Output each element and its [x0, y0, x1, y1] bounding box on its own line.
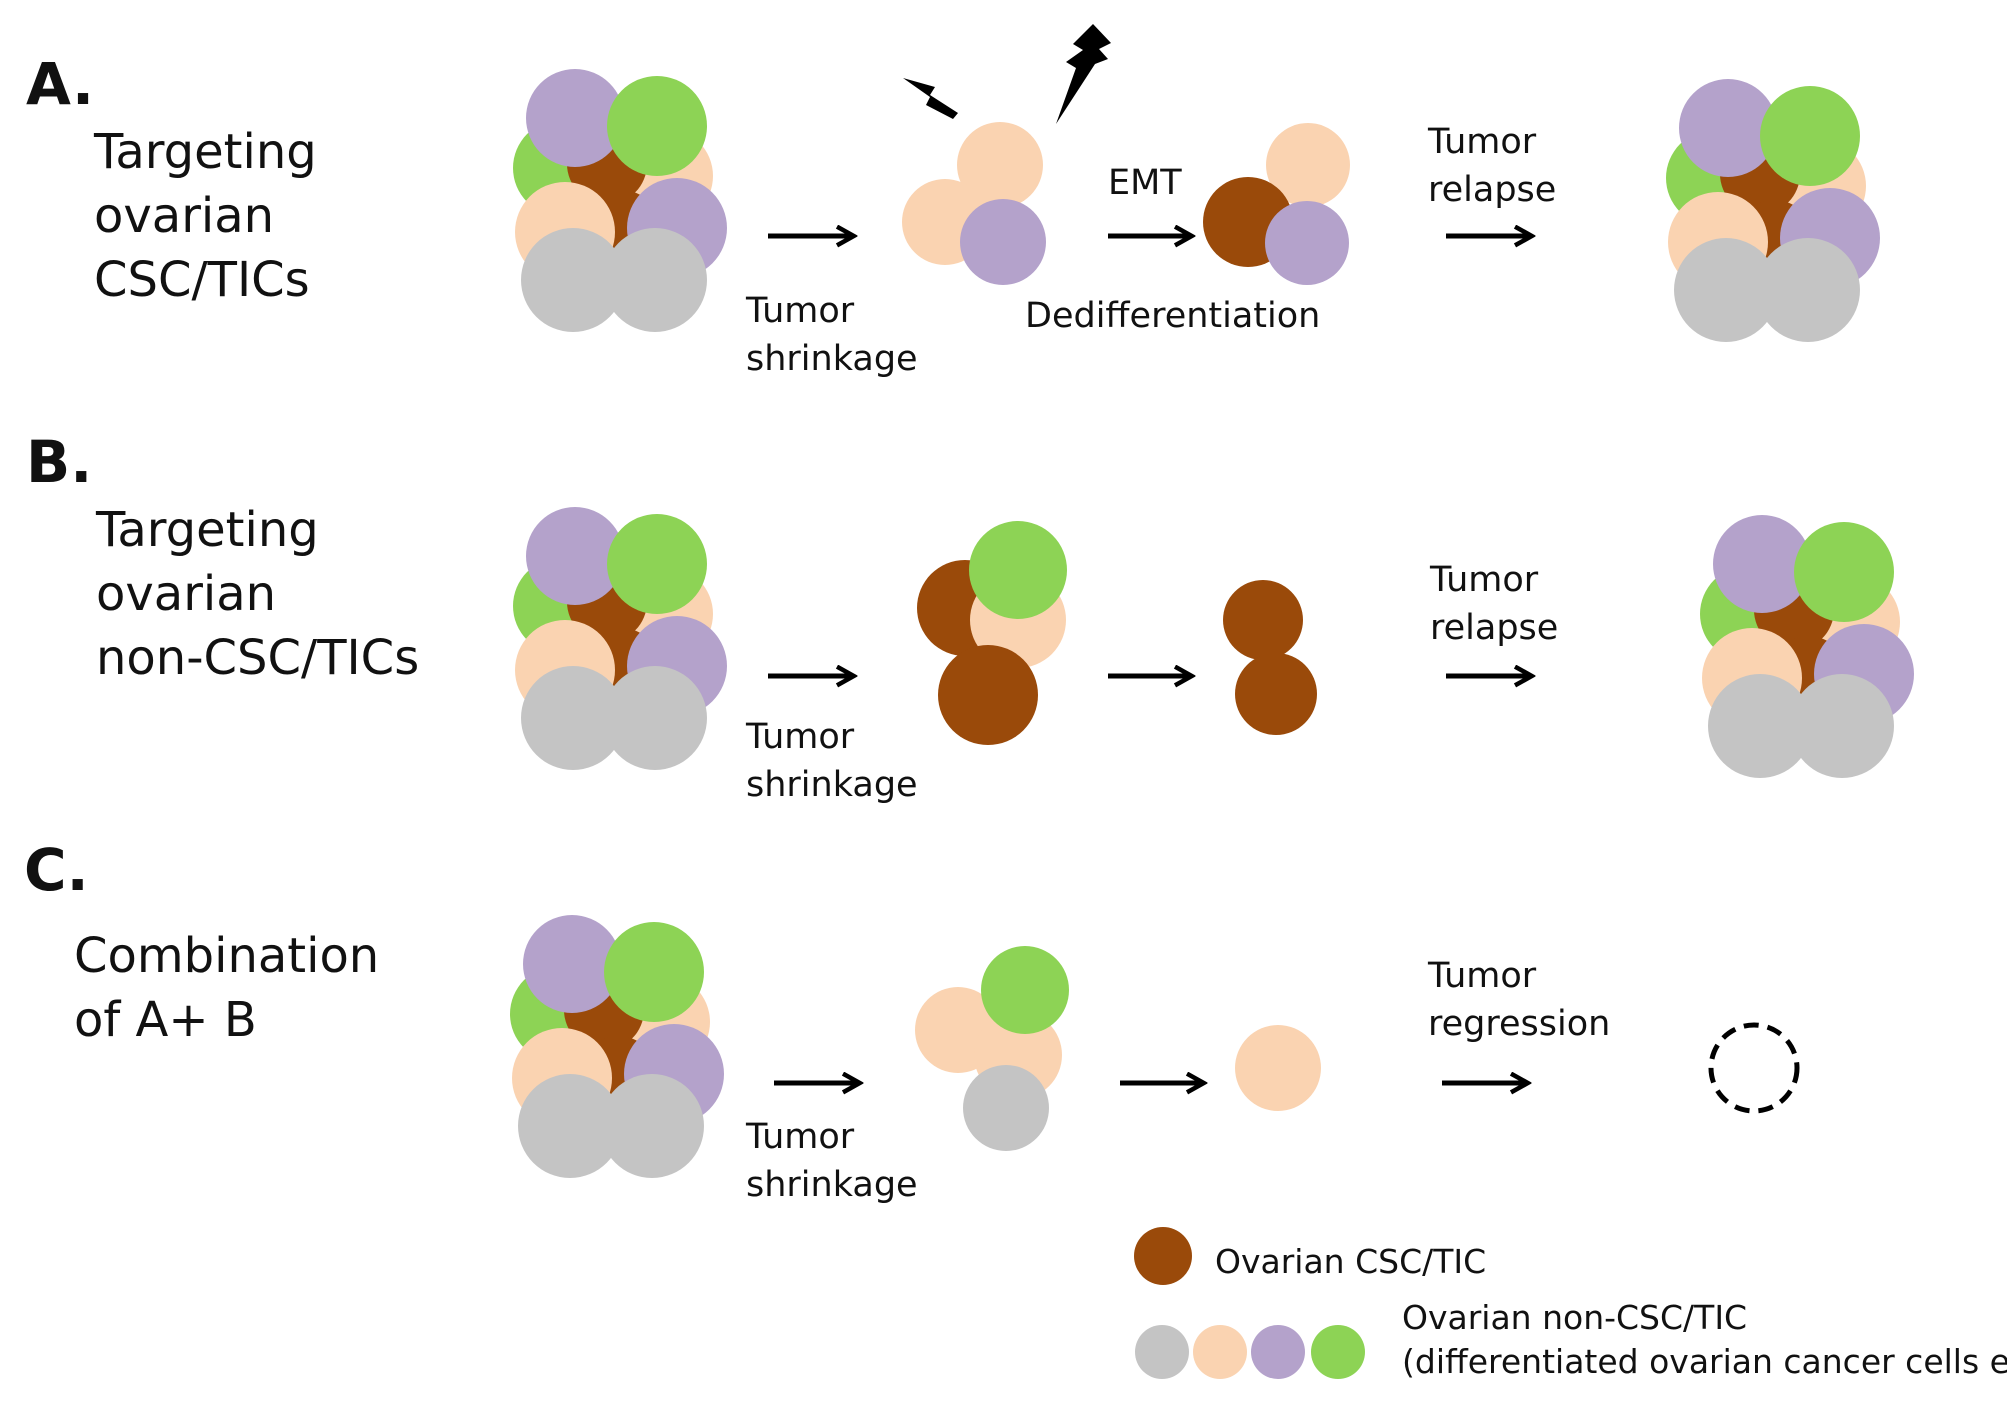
legend-label-non-csc-1: Ovarian non-CSC/TIC	[1402, 1298, 1748, 1337]
panel-letter-a: A.	[26, 50, 94, 118]
residual-cells-a	[902, 122, 1046, 285]
tumor-cluster-initial-c	[510, 915, 724, 1178]
panel-a	[513, 24, 1880, 342]
legend-swatch-grey	[1135, 1325, 1189, 1379]
legend-swatch-csc	[1134, 1227, 1192, 1285]
tumor-cluster-relapse-a	[1666, 79, 1880, 342]
lightning-bolt-icon	[1056, 24, 1111, 124]
panel-letter-c: C.	[24, 836, 89, 904]
legend-label-non-csc-2: (differentiated ovarian cancer cells etc…	[1402, 1342, 2007, 1381]
dedifferentiated-cells-a	[1203, 123, 1350, 285]
panel-letter-b: B.	[26, 428, 93, 496]
panel-title-b-line-1: Targeting	[96, 502, 319, 558]
tumor-cluster-initial-a	[513, 69, 727, 332]
panel-title-a-line-2: ovarian	[94, 188, 275, 244]
step-label-a-emt: EMT	[1108, 163, 1182, 203]
single-cell-c	[1235, 1025, 1321, 1111]
panel-title-a-line-1: Targeting	[94, 124, 317, 180]
legend-swatch-green	[1311, 1325, 1365, 1379]
step-label-c-shrinkage-1: Tumor	[746, 1117, 855, 1157]
csc-only-cells-b	[1223, 580, 1317, 735]
panel-title-a-line-3: CSC/TICs	[94, 252, 310, 308]
residual-cells-c	[915, 946, 1069, 1151]
panel-title-b-line-2: ovarian	[96, 566, 277, 622]
lightning-bolt-icon	[903, 78, 958, 119]
legend-swatch-purple	[1251, 1325, 1305, 1379]
step-label-a-shrinkage-2: shrinkage	[746, 339, 918, 379]
step-label-c-regression-1: Tumor	[1428, 956, 1537, 996]
panel-title-c-line-2: of A+ B	[74, 992, 257, 1048]
step-label-b-relapse-2: relapse	[1430, 608, 1559, 648]
legend-swatch-peach	[1193, 1325, 1247, 1379]
step-label-b-relapse-1: Tumor	[1430, 560, 1539, 600]
step-label-a-dedifferentiation: Dedifferentiation	[1025, 296, 1321, 336]
step-label-c-shrinkage-2: shrinkage	[746, 1165, 918, 1205]
tumor-cluster-initial-b	[513, 507, 727, 770]
panel-title-c-line-1: Combination	[74, 928, 380, 984]
step-label-a-relapse-1: Tumor	[1428, 122, 1537, 162]
step-label-a-relapse-2: relapse	[1428, 170, 1557, 210]
panel-c	[510, 915, 1800, 1178]
step-label-a-shrinkage-1: Tumor	[746, 291, 855, 331]
dashed-empty-circle-icon	[1708, 1022, 1800, 1114]
tumor-cluster-relapse-b	[1700, 515, 1914, 778]
step-label-b-shrinkage-1: Tumor	[746, 717, 855, 757]
panel-b	[513, 507, 1914, 778]
step-label-b-shrinkage-2: shrinkage	[746, 765, 918, 805]
panel-title-b-line-3: non-CSC/TICs	[96, 630, 420, 686]
residual-cells-b	[917, 521, 1067, 745]
step-label-c-regression-2: regression	[1428, 1004, 1611, 1044]
legend	[1134, 1227, 1365, 1379]
legend-label-csc: Ovarian CSC/TIC	[1215, 1242, 1487, 1281]
